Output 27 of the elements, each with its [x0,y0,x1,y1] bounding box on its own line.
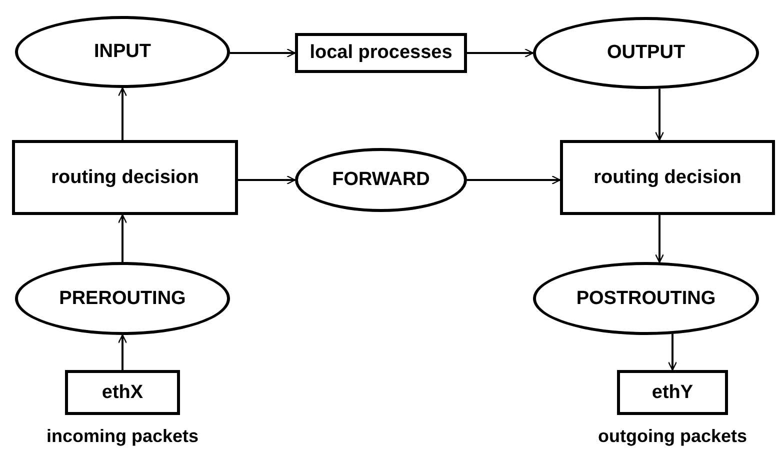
process-box [560,140,775,215]
process-box [295,33,467,73]
arrow [118,334,128,370]
node-label: routing decision [594,166,742,190]
caption-text: incoming packets [45,425,200,448]
node-label: POSTROUTING [576,286,716,310]
node-label: OUTPUT [606,41,686,65]
arrow [118,87,128,140]
node-label: ethY [652,380,694,404]
arrow [654,215,664,263]
arrow [238,175,296,185]
arrow [668,334,678,371]
arrow [230,48,296,58]
node-label: PREROUTING [59,286,186,310]
caption-text: outgoing packets [596,425,748,448]
arrow [118,214,128,262]
node-label: FORWARD [332,168,430,192]
node-label: local processes [310,41,452,65]
node-label: ethX [102,380,144,404]
arrow [467,48,534,58]
node-label: INPUT [94,40,151,64]
process-box [617,370,728,415]
process-box [12,140,238,215]
process-box [65,370,180,415]
node-label: routing decision [51,166,199,190]
arrow [654,88,664,141]
arrow [467,175,561,185]
